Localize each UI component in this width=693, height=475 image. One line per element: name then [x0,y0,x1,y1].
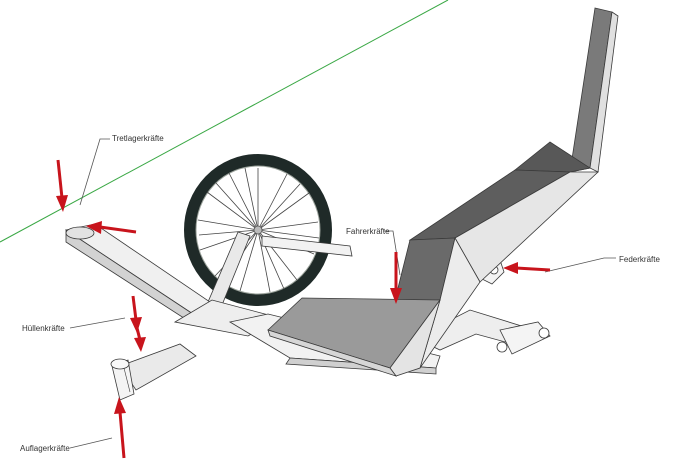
tretlager-leader [79,138,110,206]
huellen-arrow-down-lower [134,327,146,352]
auflager-label: Auflagerkräfte [20,444,70,453]
axle-arm [261,235,353,257]
seat [267,7,619,377]
rear-link [499,321,551,355]
leader-lines [69,138,616,449]
tretlager-arrow-down [56,159,68,212]
fahrer-arrow-down [390,252,402,304]
fahrer-leader [383,230,401,276]
tretlager-label: Tretlagerkräfte [112,134,164,143]
huellen-arrow-down-upper [130,295,142,333]
feder-arrow-left [503,262,551,274]
force-arrows [56,159,551,459]
rear-sleeve [110,343,197,401]
auflager-leader [69,437,113,449]
huellen-leader [69,317,126,329]
green-axis-line [0,0,449,243]
auflager-arrow-up [114,397,126,459]
huellen-label: Hüllenkräfte [22,324,65,333]
front-wheel [184,154,332,306]
feder-leader [544,257,616,273]
tretlager-arrow-left [86,221,137,234]
fahrer-label: Fahrerkräfte [346,227,390,236]
feder-label: Federkräfte [619,255,660,264]
